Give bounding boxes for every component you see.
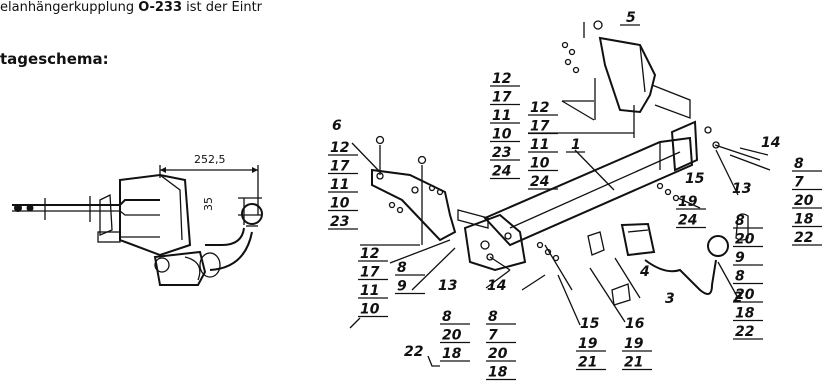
stack-6-item-0: 8 (488, 309, 498, 325)
stack-7-item-1: 20 (735, 232, 755, 248)
part-label-3: 3 (665, 291, 675, 307)
stack-5-item-0: 8 (442, 309, 452, 325)
stack-6-item-3: 18 (488, 365, 508, 381)
stack-7-item-0: 8 (735, 213, 745, 229)
part-number-stacks: 1217111023121711102324121711102489121711… (328, 71, 822, 381)
stack-1-item-0: 12 (492, 71, 511, 87)
model-number: O-233 (138, 0, 183, 15)
stack-7-item-4: 20 (735, 287, 755, 303)
stack-1-item-2: 11 (492, 108, 511, 124)
intro-suffix: ist der Eintr (182, 0, 263, 15)
stack-0-item-3: 10 (330, 196, 350, 212)
stack-7-item-2: 9 (735, 250, 745, 266)
stack-2-item-4: 24 (530, 174, 549, 190)
stack-2-item-1: 17 (530, 119, 550, 135)
stack-0-item-1: 17 (330, 159, 350, 175)
stack-9-item-1: 21 (578, 355, 597, 371)
stack-2-item-2: 11 (530, 137, 549, 153)
stack-9-item-0: 19 (578, 336, 598, 352)
part-label-14-right: 14 (761, 135, 780, 151)
stack-0-item-4: 23 (330, 214, 349, 230)
part-label-4: 4 (639, 264, 650, 280)
stack-4-item-1: 17 (360, 265, 380, 281)
stack-8-item-2: 20 (794, 193, 814, 209)
part-label-6: 6 (332, 118, 342, 134)
part-label-16: 16 (625, 316, 645, 332)
stack-5-item-1: 20 (442, 328, 462, 344)
stack-6-item-1: 7 (488, 328, 498, 344)
stack-7-item-3: 8 (735, 269, 745, 285)
stack-2-item-0: 12 (530, 100, 549, 116)
stack-8-item-0: 8 (794, 156, 804, 172)
part-label-15: 15 (580, 316, 600, 332)
stack-1-item-5: 24 (492, 164, 511, 180)
stack-7-item-6: 22 (735, 324, 754, 340)
stack-4-item-0: 12 (360, 246, 379, 262)
part-label-22: 22 (404, 344, 423, 360)
intro-prefix: elanhängerkupplung (0, 0, 139, 15)
stack-0-item-2: 11 (330, 177, 349, 193)
dimension-width: 252,5 (194, 153, 226, 166)
stack-8-item-4: 22 (794, 230, 813, 246)
stack-8-item-3: 18 (794, 212, 814, 228)
side-view-drawing (12, 165, 263, 286)
stack-3-item-1: 9 (397, 279, 407, 295)
stack-3-item-0: 8 (397, 260, 407, 276)
stack-4-item-3: 10 (360, 302, 380, 318)
stack-2-item-3: 10 (530, 156, 550, 172)
stack-11-item-1: 24 (678, 213, 697, 229)
dimension-offset: 35 (202, 197, 215, 211)
part-label-14: 14 (487, 278, 506, 294)
stack-1-item-3: 10 (492, 127, 512, 143)
intro-text: elanhängerkupplung O-233 ist der Eintr (0, 0, 296, 15)
section-heading: tageschema: (0, 50, 109, 68)
part-label-13: 13 (438, 278, 457, 294)
stack-10-item-1: 21 (624, 355, 643, 371)
stack-0-item-0: 12 (330, 140, 349, 156)
stack-6-item-2: 20 (488, 346, 508, 362)
exploded-view-drawing (349, 20, 771, 329)
stack-11-item-0: 19 (678, 194, 698, 210)
part-label-1: 1 (571, 137, 581, 153)
stack-5-item-2: 18 (442, 346, 462, 362)
part-label-2: 2 (733, 290, 743, 306)
part-label-15-top: 15 (685, 171, 705, 187)
part-label-13-right: 13 (732, 181, 751, 197)
stack-10-item-0: 19 (624, 336, 644, 352)
part-label-5: 5 (626, 10, 636, 26)
stack-4-item-2: 11 (360, 283, 379, 299)
stack-8-item-1: 7 (794, 175, 804, 191)
stack-1-item-1: 17 (492, 90, 512, 106)
stack-7-item-5: 18 (735, 306, 755, 322)
stack-1-item-4: 23 (492, 145, 511, 161)
